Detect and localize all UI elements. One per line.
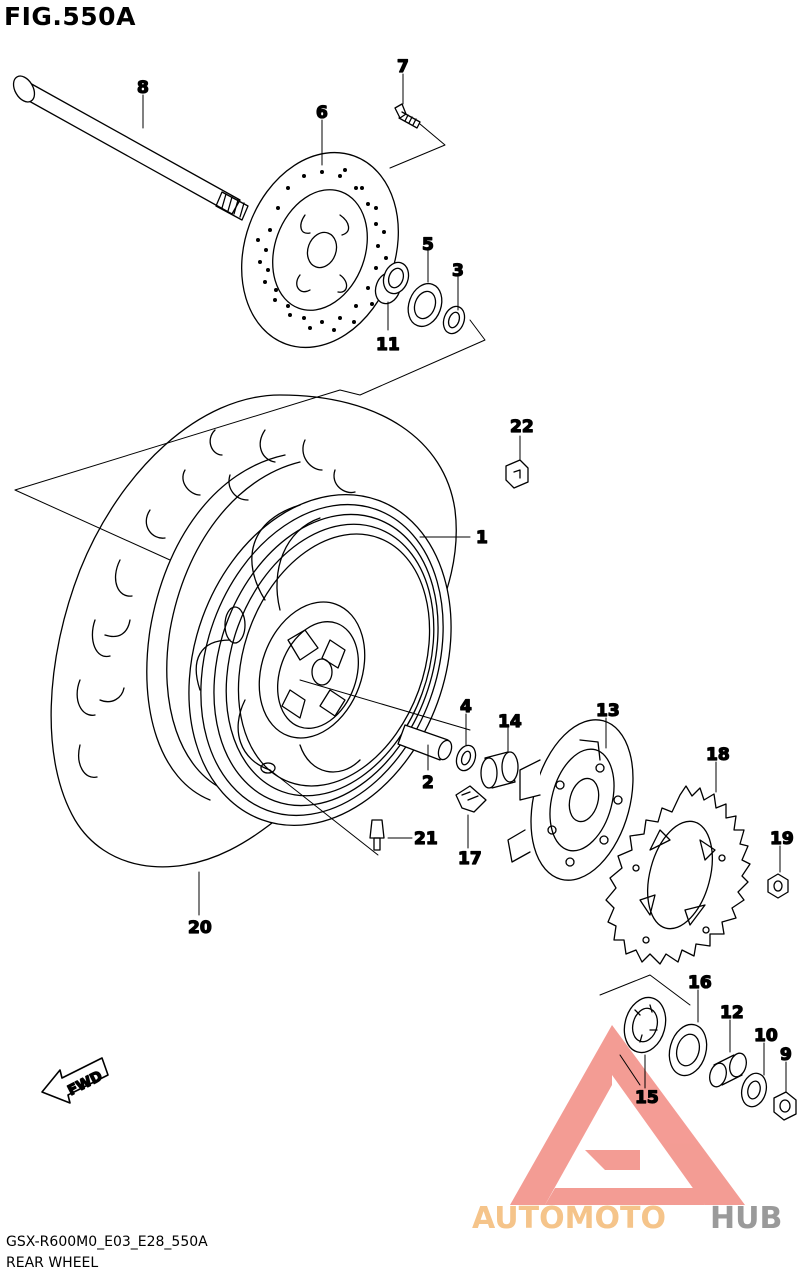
part-label-14: 14 [498,712,522,732]
part-label-9: 9 [780,1045,792,1065]
watermark-logo [510,1025,745,1205]
part-label-4: 4 [460,697,472,717]
footer-caption: REAR WHEEL [6,1255,99,1271]
bearing-3 [442,305,466,335]
part-label-7: 7 [397,57,409,77]
part-label-20: 20 [188,918,212,938]
clip-22 [505,459,529,489]
spacer-11 [374,261,410,305]
tire-valve-21 [369,819,385,851]
part-label-5: 5 [422,235,434,255]
forward-direction-arrow: FWD [41,1057,109,1104]
sprocket-nut-19 [767,873,789,899]
bearing-15 [623,996,667,1054]
bearing-4 [455,744,477,772]
footer-diagram-code: GSX-R600M0_E03_E28_550A [6,1234,208,1250]
oil-seal-16 [668,1023,708,1077]
part-label-13: 13 [596,701,620,721]
spacer-12 [709,1052,747,1088]
watermark-text-part2: HUB [710,1201,782,1236]
oil-seal-5 [407,282,443,328]
part-label-15: 15 [635,1088,659,1108]
rear-wheel-rim [188,493,452,827]
assembly-guide-lines [14,123,691,1086]
disc-bolt [394,103,421,129]
watermark-text: AUTOMOTO HUB [472,1201,782,1236]
part-label-17: 17 [458,849,482,869]
part-label-12: 12 [720,1003,744,1023]
part-label-8: 8 [137,78,149,98]
figure-title: FIG.550A [4,2,136,31]
part-label-11: 11 [376,335,400,355]
rear-sprocket [605,785,751,965]
damper-17 [455,785,487,813]
washer-10 [740,1072,768,1108]
part-label-18: 18 [706,745,730,765]
rear-axle-shaft [12,75,249,221]
part-label-19: 19 [770,829,794,849]
axle-nut-9 [773,1091,797,1121]
part-label-1: 1 [476,528,488,548]
part-label-21: 21 [414,829,438,849]
sprocket-mounting-drum [507,719,634,881]
part-labels: 1 2 3 4 5 6 7 8 9 10 11 12 13 14 15 16 1… [136,56,794,1108]
sleeve-14 [480,751,519,789]
part-label-16: 16 [688,973,712,993]
part-label-10: 10 [754,1026,778,1046]
watermark-text-part1: AUTOMOTO [472,1201,666,1236]
part-label-3: 3 [452,261,464,281]
part-label-22: 22 [510,417,534,437]
part-label-2: 2 [422,773,434,793]
part-label-6: 6 [316,103,328,123]
leader-lines [142,73,787,1093]
spacer-tube-2 [397,724,453,761]
